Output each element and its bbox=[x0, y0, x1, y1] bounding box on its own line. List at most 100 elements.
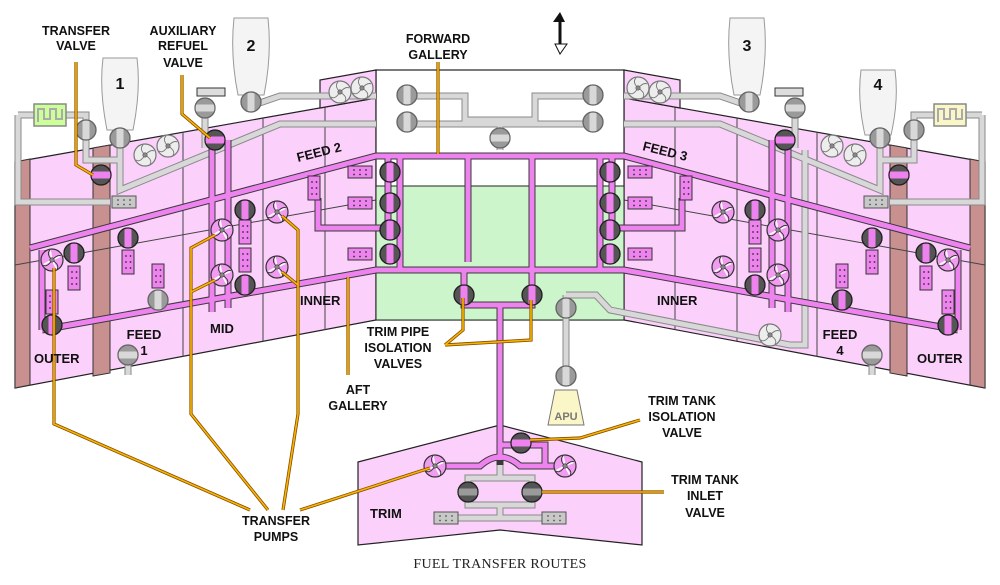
valve-icon bbox=[63, 242, 85, 264]
trim-label: TRIM bbox=[370, 506, 402, 521]
svg-text:PUMPS: PUMPS bbox=[254, 530, 298, 544]
pump-icon bbox=[156, 134, 180, 158]
transfer-pumps-callout: TRANSFER PUMPS bbox=[242, 514, 310, 544]
engine-1-nacelle: 1 bbox=[101, 57, 139, 131]
pump-icon bbox=[626, 76, 650, 100]
valve-icon bbox=[234, 199, 256, 221]
valve-icon bbox=[117, 227, 139, 249]
pump-icon bbox=[711, 200, 735, 224]
refuel-couplings bbox=[111, 87, 889, 209]
left-outer-label: OUTER bbox=[34, 351, 80, 366]
valve-icon bbox=[117, 344, 139, 366]
tank-labels: OUTER FEED 1 MID INNER FEED 2 FEED 3 INN… bbox=[34, 138, 963, 521]
valve-icon bbox=[888, 164, 910, 186]
trim-pipe-isolation-valves-callout: TRIM PIPE ISOLATION VALVES bbox=[364, 325, 431, 371]
forward-gallery-callout: FORWARD GALLERY bbox=[406, 32, 470, 62]
diagram-caption: FUEL TRANSFER ROUTES bbox=[413, 557, 586, 572]
auxiliary-refuel-valve-callout: AUXILIARY REFUEL VALVE bbox=[150, 24, 218, 70]
svg-text:4: 4 bbox=[874, 77, 883, 94]
pump-icon bbox=[210, 263, 234, 287]
center-tank bbox=[319, 69, 681, 321]
left-heat-exchanger bbox=[33, 103, 67, 127]
apu: APU bbox=[547, 389, 585, 426]
engine-4-nacelle: 4 bbox=[859, 69, 897, 136]
valve-icon bbox=[784, 97, 806, 119]
valve-icon bbox=[379, 161, 401, 183]
engine-nacelles: 1 2 3 4 bbox=[101, 17, 897, 136]
trim-tank-isolation-valve-icon bbox=[510, 432, 532, 454]
svg-text:ISOLATION: ISOLATION bbox=[648, 410, 715, 424]
valve-icon bbox=[379, 192, 401, 214]
svg-text:VALVE: VALVE bbox=[56, 39, 96, 53]
valve-icon bbox=[599, 243, 621, 265]
trim-tank-inlet-valve-icon bbox=[521, 481, 543, 503]
svg-text:GALLERY: GALLERY bbox=[408, 48, 468, 62]
valve-icon bbox=[861, 344, 883, 366]
engine-3-nacelle: 3 bbox=[728, 17, 766, 96]
valve-icon bbox=[599, 161, 621, 183]
trim-tank-isolation-valve-callout: TRIM TANK ISOLATION VALVE bbox=[648, 394, 716, 440]
svg-text:VALVE: VALVE bbox=[662, 426, 702, 440]
svg-text:APU: APU bbox=[554, 411, 577, 423]
pump-icon bbox=[648, 80, 672, 104]
right-heat-exchanger bbox=[933, 103, 967, 127]
valve-icon bbox=[903, 119, 925, 141]
left-wing-outline bbox=[14, 97, 377, 389]
trim-inlet-pipes bbox=[446, 465, 554, 522]
svg-text:2: 2 bbox=[247, 38, 256, 55]
right-inner-label: INNER bbox=[657, 293, 698, 308]
pump-icon bbox=[423, 454, 447, 478]
left-wingtip-structure bbox=[14, 158, 31, 389]
valve-icon bbox=[869, 127, 891, 149]
valve-icon bbox=[599, 192, 621, 214]
callout-labels: TRANSFER VALVE AUXILIARY REFUEL VALVE FO… bbox=[42, 24, 739, 544]
svg-text:3: 3 bbox=[743, 38, 752, 55]
svg-text:TRANSFER: TRANSFER bbox=[42, 24, 110, 38]
svg-text:TRIM TANK: TRIM TANK bbox=[648, 394, 716, 408]
valve-icon bbox=[240, 91, 262, 113]
svg-text:INLET: INLET bbox=[687, 489, 723, 503]
leader-lines bbox=[52, 62, 664, 512]
valve-icon bbox=[457, 481, 479, 503]
svg-text:VALVE: VALVE bbox=[163, 56, 203, 70]
valve-icon bbox=[234, 274, 256, 296]
valve-icon bbox=[831, 289, 853, 311]
left-feed1-label: FEED bbox=[127, 327, 162, 342]
aft-gallery-callout: AFT GALLERY bbox=[328, 383, 388, 413]
valve-icon bbox=[738, 91, 760, 113]
svg-text:VALVE: VALVE bbox=[685, 506, 725, 520]
valve-icon bbox=[489, 127, 511, 149]
pump-icon bbox=[210, 218, 234, 242]
valve-icon bbox=[744, 199, 766, 221]
svg-text:1: 1 bbox=[140, 343, 147, 358]
pump-icon bbox=[328, 80, 352, 104]
svg-text:VALVES: VALVES bbox=[374, 357, 422, 371]
valve-icon bbox=[396, 111, 418, 133]
center-fuel-tank bbox=[375, 185, 625, 321]
svg-text:ISOLATION: ISOLATION bbox=[364, 341, 431, 355]
left-mid-label: MID bbox=[210, 321, 234, 336]
svg-text:TRIM TANK: TRIM TANK bbox=[671, 473, 739, 487]
right-outer-label: OUTER bbox=[917, 351, 963, 366]
svg-text:TRIM PIPE: TRIM PIPE bbox=[367, 325, 430, 339]
valve-icon bbox=[582, 84, 604, 106]
pump-icon bbox=[820, 134, 844, 158]
valve-icon bbox=[555, 365, 577, 387]
trim-tank-inlet-valve-callout: TRIM TANK INLET VALVE bbox=[671, 473, 739, 520]
valve-icon bbox=[41, 314, 63, 336]
left-wing-tanks bbox=[14, 97, 377, 389]
valve-icon bbox=[379, 219, 401, 241]
valve-icon bbox=[861, 227, 883, 249]
svg-text:AUXILIARY: AUXILIARY bbox=[150, 24, 218, 38]
transfer-valve-icon bbox=[90, 164, 112, 186]
valve-icon bbox=[774, 129, 796, 151]
valve-icon bbox=[379, 243, 401, 265]
pump-icon bbox=[936, 248, 960, 272]
pump-icon bbox=[766, 263, 790, 287]
svg-text:FORWARD: FORWARD bbox=[406, 32, 470, 46]
right-wingtip-structure bbox=[969, 158, 986, 389]
pump-icon bbox=[766, 218, 790, 242]
valve-icon bbox=[194, 97, 216, 119]
valve-icon bbox=[582, 111, 604, 133]
